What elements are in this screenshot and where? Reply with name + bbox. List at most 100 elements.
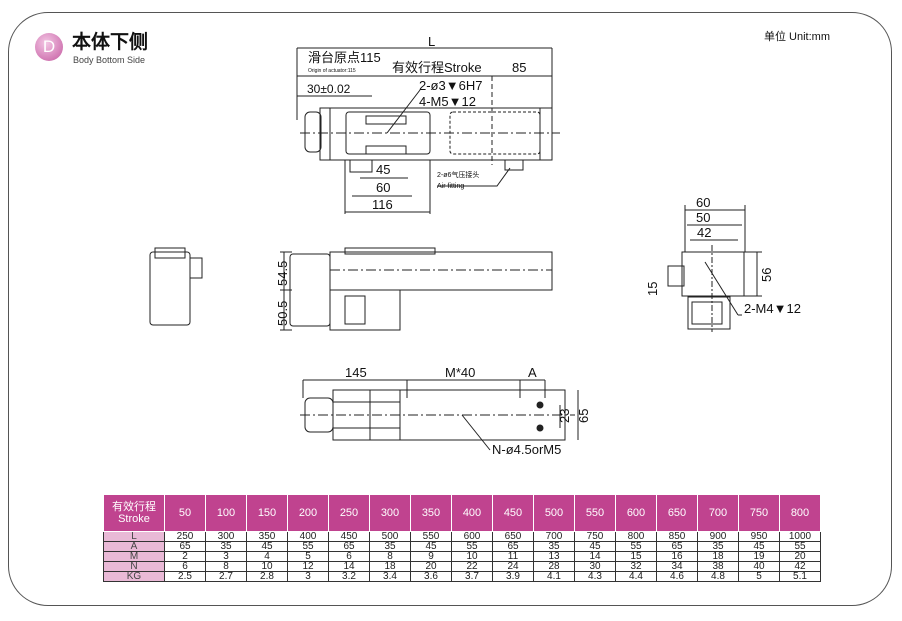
hole-spec-2: 4-M5▼12 (419, 94, 476, 109)
stroke-column-header: 400 (451, 494, 493, 532)
dim-85: 85 (512, 60, 527, 75)
stroke-header-cn: 有效行程 (112, 501, 156, 513)
stroke-column-header: 650 (656, 494, 698, 532)
table-cell: 45 (738, 541, 780, 552)
origin-label-cn: 滑台原点115 (308, 50, 381, 65)
dim-A: A (528, 365, 537, 380)
table-cell: 4.3 (574, 571, 616, 582)
table-cell: 3.2 (328, 571, 370, 582)
table-cell: 65 (492, 541, 534, 552)
table-cell: 55 (287, 541, 329, 552)
end-dim-42: 42 (697, 225, 712, 240)
table-cell: 4.4 (615, 571, 657, 582)
table-cell: 3.4 (369, 571, 411, 582)
table-cell: 3.9 (492, 571, 534, 582)
table-cell: 2.7 (205, 571, 247, 582)
end-hole-spec: 2-M4▼12 (744, 301, 801, 316)
table-cell: 32 (615, 561, 657, 572)
table-cell: 14 (574, 551, 616, 562)
section-title: 本体下侧 (72, 32, 149, 53)
table-cell: 45 (574, 541, 616, 552)
table-cell: 24 (492, 561, 534, 572)
table-cell: 45 (410, 541, 452, 552)
stroke-column-header: 600 (615, 494, 657, 532)
air-fitting-cn: 2-ø6气压接头 (437, 172, 480, 179)
table-cell: 5 (287, 551, 329, 562)
table-cell: 15 (615, 551, 657, 562)
dim-116: 116 (372, 197, 393, 212)
table-cell: 4.6 (656, 571, 698, 582)
section-badge: D (35, 33, 63, 61)
stroke-column-header: 150 (246, 494, 288, 532)
table-cell: 55 (779, 541, 821, 552)
end-dim-15: 15 (645, 281, 660, 296)
table-cell: 14 (328, 561, 370, 572)
table-cell: 38 (697, 561, 739, 572)
table-cell: 250 (164, 531, 206, 542)
stroke-column-header: 750 (738, 494, 780, 532)
row-label: A (103, 541, 165, 552)
left-end-view-drawing (149, 247, 203, 326)
stroke-column-header: 350 (410, 494, 452, 532)
table-cell: 8 (369, 551, 411, 562)
table-cell: 900 (697, 531, 739, 542)
table-cell: 350 (246, 531, 288, 542)
table-cell: 5 (738, 571, 780, 582)
table-cell: 4.1 (533, 571, 575, 582)
table-cell: 9 (410, 551, 452, 562)
table-cell: 35 (533, 541, 575, 552)
table-cell: 6 (328, 551, 370, 562)
table-cell: 5.1 (779, 571, 821, 582)
table-cell: 3 (205, 551, 247, 562)
section-subtitle: Body Bottom Side (73, 55, 146, 65)
bottom-view-drawing (300, 379, 579, 451)
table-cell: 1000 (779, 531, 821, 542)
table-cell: 550 (410, 531, 452, 542)
dim-m40: M*40 (445, 365, 476, 380)
side-view-drawing (280, 247, 553, 331)
table-cell: 19 (738, 551, 780, 562)
table-cell: 13 (533, 551, 575, 562)
table-cell: 65 (164, 541, 206, 552)
table-cell: 400 (287, 531, 329, 542)
dim-23: 23 (557, 408, 572, 423)
row-label: N (103, 561, 165, 572)
stroke-column-header: 450 (492, 494, 534, 532)
table-cell: 2 (164, 551, 206, 562)
stroke-column-header: 700 (697, 494, 739, 532)
end-dim-56: 56 (759, 267, 774, 282)
stroke-label: 有效行程Stroke (392, 60, 482, 75)
stroke-column-header: 300 (369, 494, 411, 532)
row-label: M (103, 551, 165, 562)
stroke-column-header: 200 (287, 494, 329, 532)
table-cell: 20 (779, 551, 821, 562)
table-cell: 800 (615, 531, 657, 542)
end-dim-60: 60 (696, 195, 711, 210)
page-frame (8, 12, 892, 606)
table-cell: 35 (697, 541, 739, 552)
table-cell: 600 (451, 531, 493, 542)
table-cell: 18 (369, 561, 411, 572)
table-cell: 3 (287, 571, 329, 582)
table-cell: 3.7 (451, 571, 493, 582)
table-cell: 65 (328, 541, 370, 552)
table-cell: 55 (451, 541, 493, 552)
end-dim-50: 50 (696, 210, 711, 225)
table-cell: 300 (205, 531, 247, 542)
table-cell: 35 (205, 541, 247, 552)
origin-label-en: Origin of actuator:115 (308, 68, 356, 74)
dim-45: 45 (376, 162, 391, 177)
table-cell: 450 (328, 531, 370, 542)
table-cell: 850 (656, 531, 698, 542)
dim-145: 145 (345, 365, 367, 380)
table-cell: 6 (164, 561, 206, 572)
dim-L: L (428, 34, 436, 49)
table-cell: 55 (615, 541, 657, 552)
stroke-column-header: 800 (779, 494, 821, 532)
table-cell: 20 (410, 561, 452, 572)
